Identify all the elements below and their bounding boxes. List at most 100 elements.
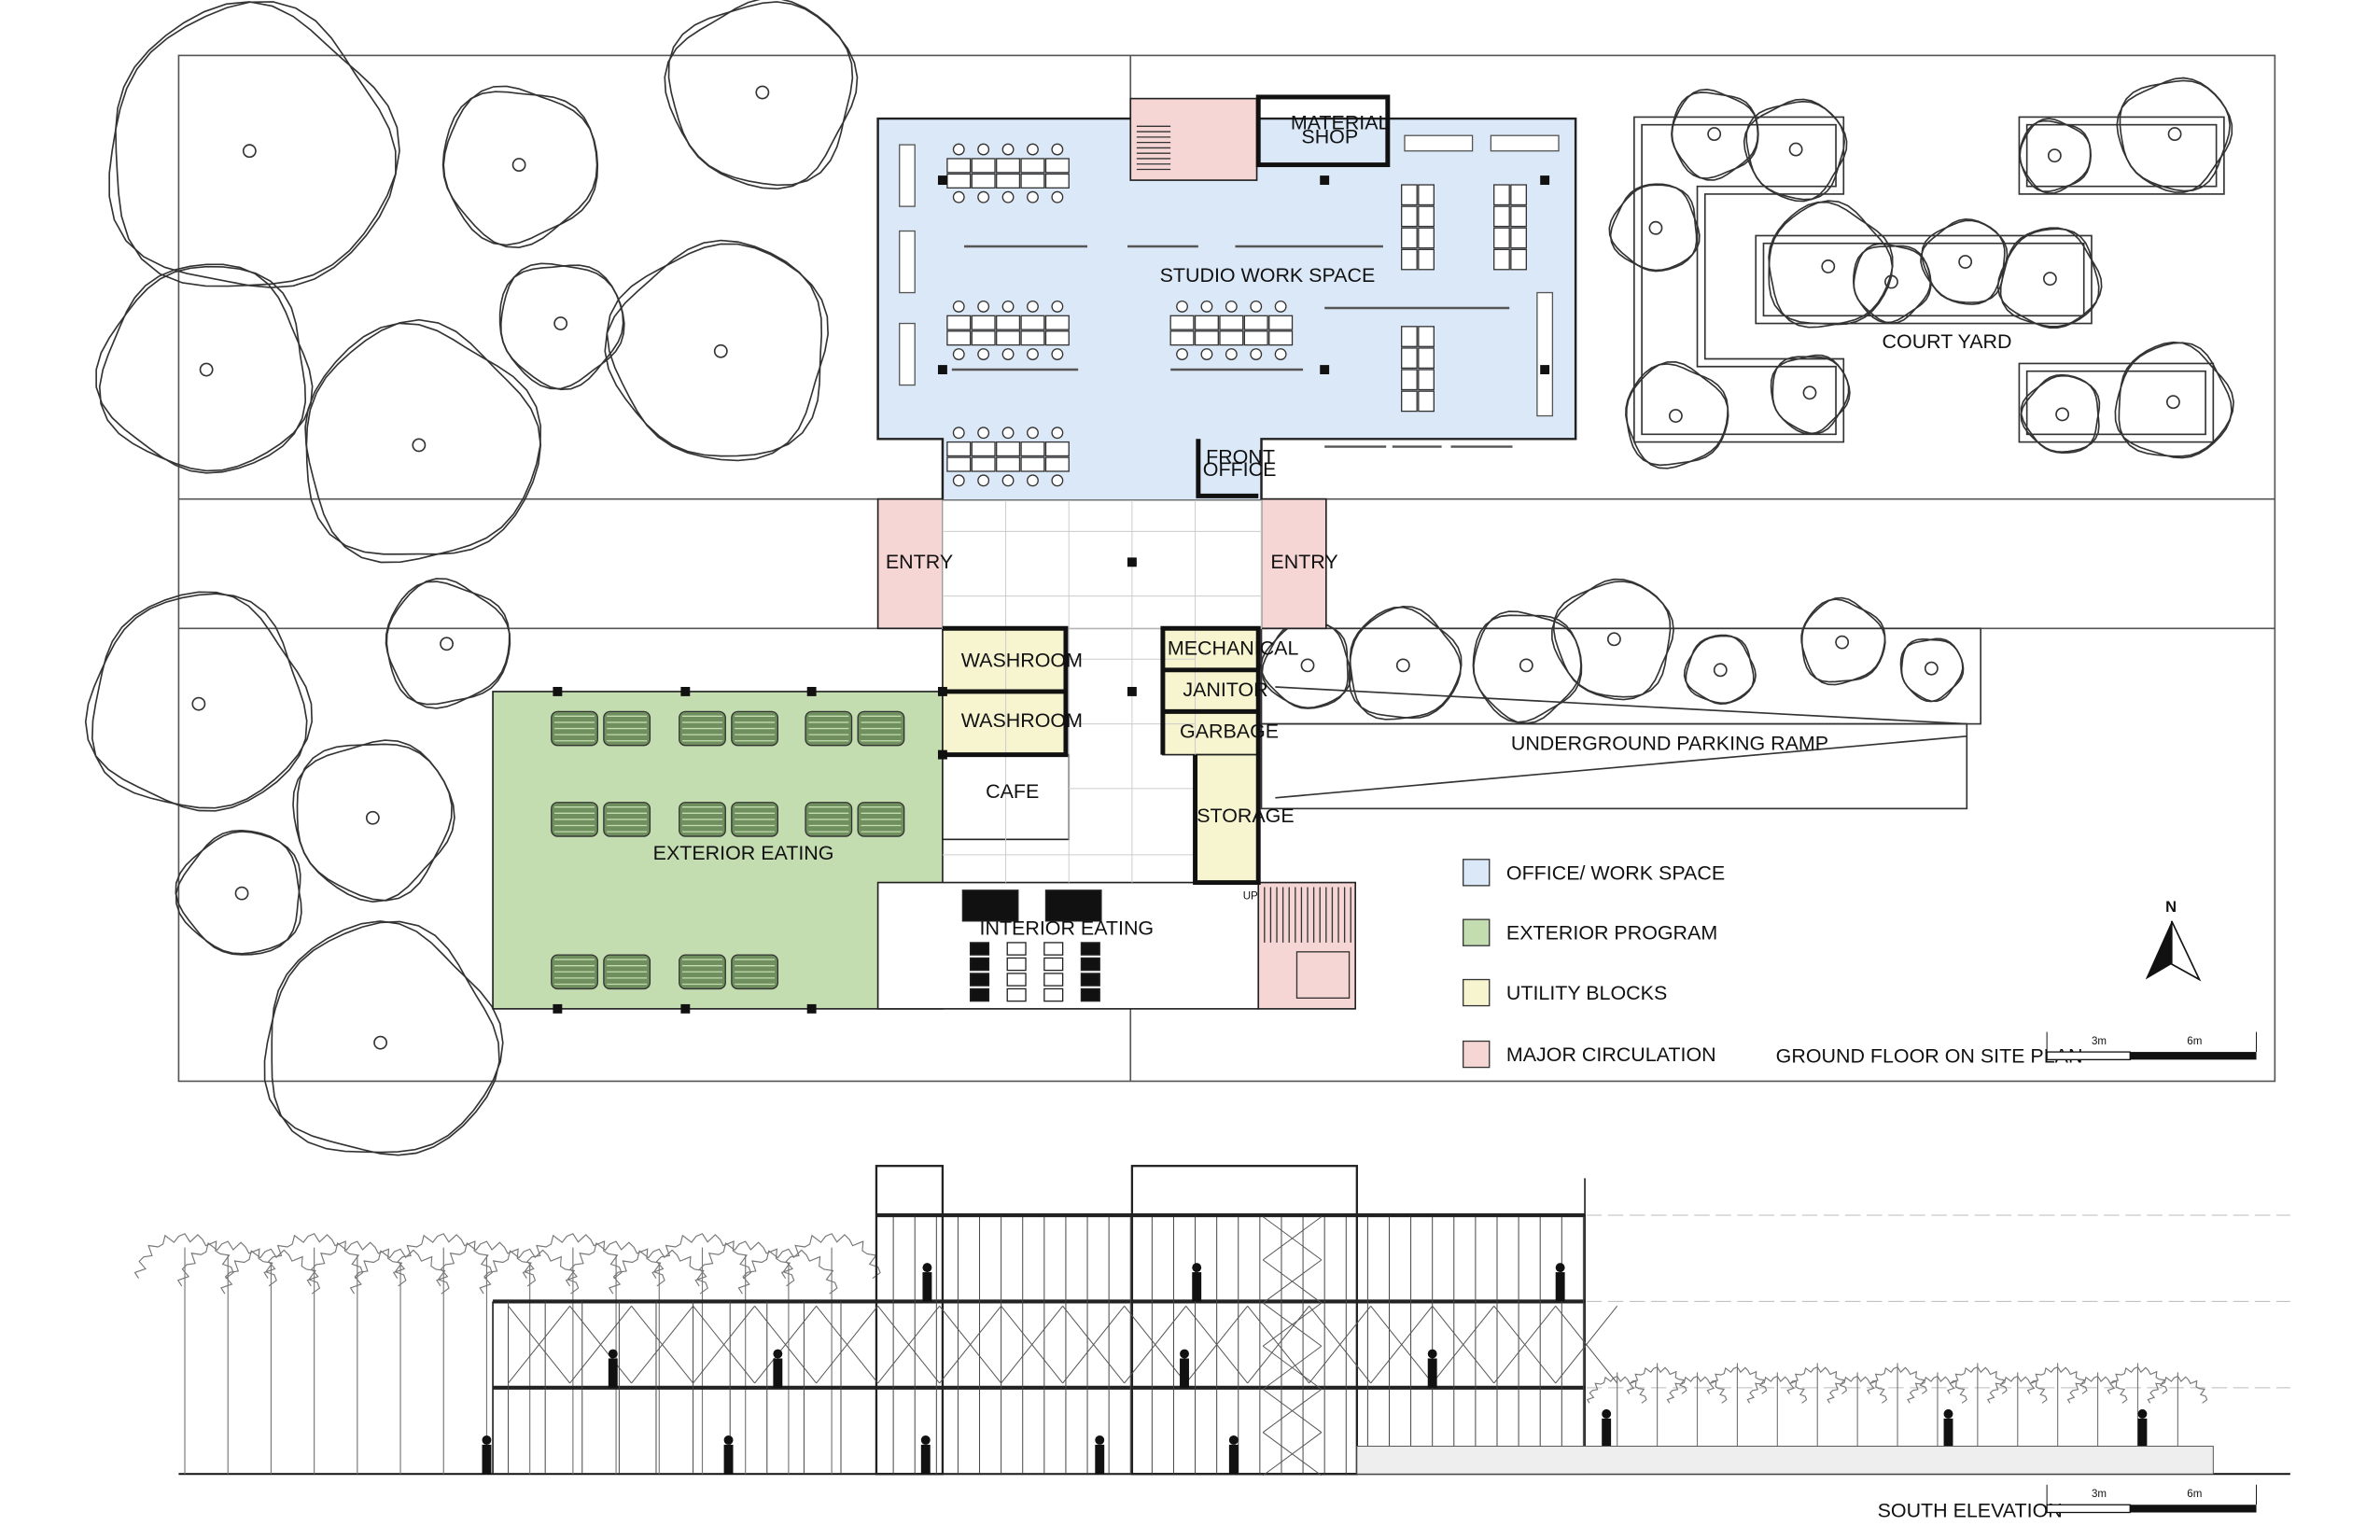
person-figure <box>1228 1435 1239 1475</box>
dining-seat <box>969 942 990 956</box>
desk <box>1510 205 1528 228</box>
desk <box>1020 441 1045 457</box>
tree-canopy <box>2119 79 2233 193</box>
chair <box>977 474 990 487</box>
tree-trunk <box>373 1035 388 1050</box>
washroom-1-label: WASHROOM <box>961 650 1083 672</box>
chair <box>1051 474 1064 487</box>
legend: OFFICE/ WORK SPACE EXTERIOR PROGRAM UTIL… <box>1463 859 1725 1069</box>
tree-canopy <box>1920 217 2006 303</box>
tree-canopy <box>522 1233 623 1280</box>
column <box>1127 686 1137 696</box>
dining-seat <box>1080 973 1100 987</box>
desk <box>971 441 996 457</box>
dining-seat <box>1043 973 1064 987</box>
tree-trunk <box>242 144 257 159</box>
desk <box>1418 326 1435 347</box>
dining-seat <box>1080 942 1100 956</box>
column <box>937 365 947 374</box>
chair <box>1001 474 1015 487</box>
janitor-label: JANITOR <box>1183 679 1267 701</box>
desk <box>1401 227 1418 249</box>
tree-trunk <box>2055 407 2070 422</box>
tree-canopy <box>1746 1375 1808 1404</box>
dining-seat <box>1006 957 1027 972</box>
desk <box>971 330 996 346</box>
column <box>937 686 947 696</box>
washroom-2-label: WASHROOM <box>961 709 1083 732</box>
desk <box>1418 390 1435 413</box>
desk <box>1020 456 1045 472</box>
desk <box>1401 248 1418 271</box>
structural-columns <box>553 175 1550 1014</box>
interior-eating-label: INTERIOR EATING <box>980 917 1155 940</box>
tree-canopy <box>694 1240 795 1287</box>
tree-canopy <box>1800 598 1886 686</box>
elevation-scale-label-a: 3m <box>2092 1489 2107 1500</box>
tree-canopy <box>175 829 302 955</box>
desk <box>946 441 972 457</box>
chair <box>977 348 990 360</box>
chair <box>1225 348 1238 360</box>
desk <box>1401 326 1418 347</box>
west-entry-label: ENTRY <box>886 551 953 573</box>
south-elevation <box>133 1165 2290 1477</box>
chair <box>1176 300 1188 313</box>
tree-trunk <box>1821 259 1836 273</box>
desk <box>1418 227 1435 249</box>
desk <box>1418 184 1435 206</box>
desk <box>1020 173 1045 189</box>
tree-canopy <box>1771 356 1851 435</box>
tree-trunk <box>440 637 454 651</box>
tree-canopy <box>1349 606 1463 721</box>
tree-trunk <box>1924 661 1939 676</box>
legend-swatch-office <box>1463 859 1491 887</box>
chair <box>1001 348 1015 360</box>
interior-eating-furniture <box>961 889 1102 1002</box>
chair <box>1027 300 1039 313</box>
desk <box>946 173 972 189</box>
tree-canopy <box>263 920 500 1156</box>
desk <box>996 315 1021 330</box>
chair <box>1200 300 1213 313</box>
tree-canopy <box>1827 1375 1888 1404</box>
person-figure <box>2137 1408 2148 1449</box>
person-figure <box>922 1263 932 1302</box>
tree-canopy <box>1683 635 1755 705</box>
chair <box>952 190 965 203</box>
tree-trunk <box>1707 127 1722 141</box>
tree-canopy <box>1586 1375 1647 1404</box>
tree-canopy <box>565 1240 665 1287</box>
legend-swatch-circulation <box>1463 1040 1491 1069</box>
desk <box>971 158 996 174</box>
tree-canopy <box>292 739 453 902</box>
tree-trunk <box>1519 658 1533 673</box>
tree-canopy <box>1685 634 1757 704</box>
stair-up-label: UP <box>1243 891 1258 903</box>
column <box>806 686 817 696</box>
column <box>1540 175 1550 186</box>
desk <box>946 456 972 472</box>
tree-trunk <box>412 438 427 453</box>
legend-label-exterior: EXTERIOR PROGRAM <box>1506 922 1717 945</box>
heavy-walls <box>942 94 1391 886</box>
dining-seat <box>1006 973 1027 987</box>
desk <box>1418 205 1435 228</box>
chair <box>1027 474 1039 487</box>
chair <box>977 427 990 440</box>
desk <box>1219 315 1244 330</box>
person-figure <box>1095 1435 1105 1475</box>
exterior-eating-label: EXTERIOR EATING <box>653 842 834 864</box>
tree-canopy <box>1900 638 1965 703</box>
person-figure <box>773 1349 783 1388</box>
tree-canopy <box>1996 228 2100 329</box>
studio-label: STUDIO WORK SPACE <box>1160 264 1376 287</box>
elevation-datum-lines <box>1586 1214 2290 1389</box>
desk <box>946 330 972 346</box>
elevation-planter <box>1356 1446 2214 1475</box>
column <box>680 1003 691 1014</box>
tree-canopy <box>392 1233 493 1280</box>
desk <box>1401 390 1418 413</box>
tree-canopy <box>2020 373 2100 453</box>
elevation-figures <box>482 1263 2148 1475</box>
